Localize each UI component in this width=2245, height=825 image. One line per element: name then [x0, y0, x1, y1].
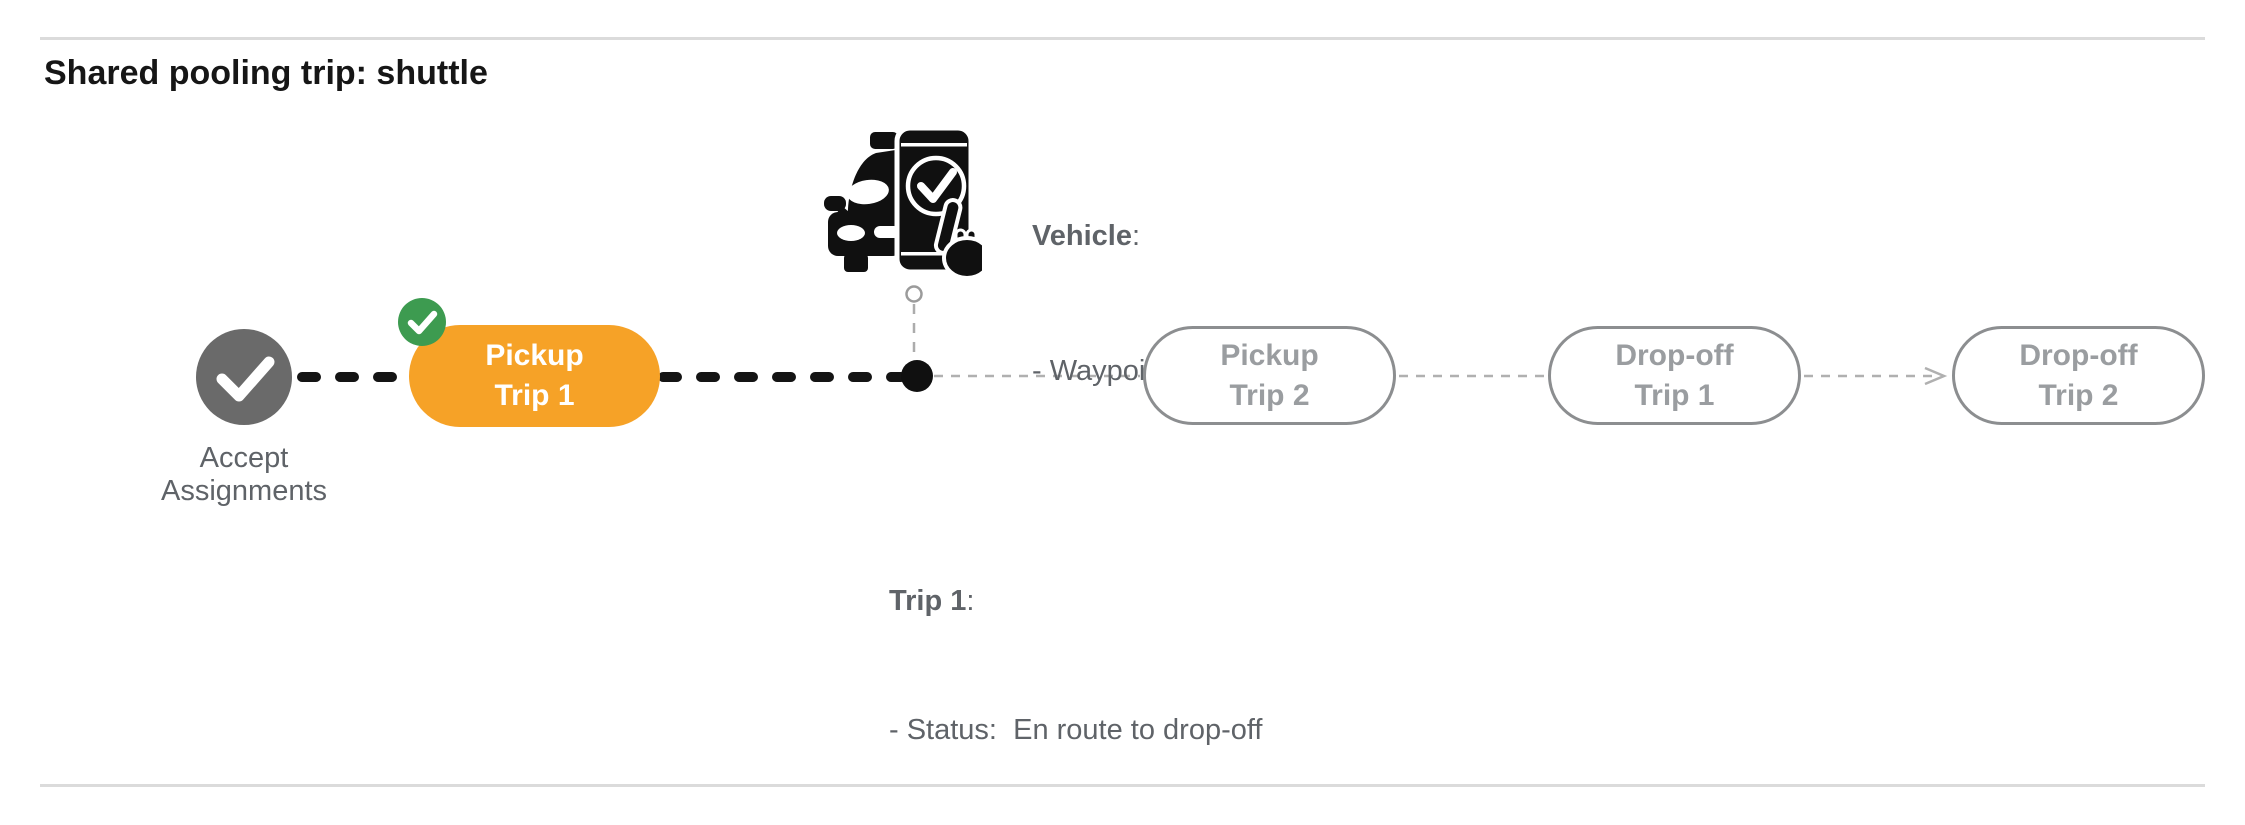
node-accept-assignments [196, 329, 292, 425]
trip1-status-line: - Status: En route to drop-off [889, 714, 1263, 746]
car-shape [824, 132, 902, 272]
check-icon [216, 356, 275, 402]
vehicle-position-dot [901, 360, 933, 392]
trip1-colon: : [966, 585, 975, 617]
top-divider [40, 37, 2205, 40]
node-pickup-trip-2-label: Pickup Trip 2 [1220, 338, 1319, 412]
node-drop-off-trip-2: Drop-off Trip 2 [1952, 326, 2205, 425]
node-pickup-trip-1-label: Pickup Trip 1 [485, 339, 584, 412]
node-pickup-trip-2: Pickup Trip 2 [1143, 326, 1396, 425]
car-phone-check-icon [824, 125, 982, 280]
check-icon [407, 310, 438, 335]
node-drop-off-trip-1: Drop-off Trip 1 [1548, 326, 1801, 425]
node-pickup-trip-1: Pickup Trip 1 [409, 325, 660, 427]
vehicle-annotation-header: Vehicle: [1032, 214, 1216, 259]
page-title: Shared pooling trip: shuttle [44, 54, 488, 92]
trip1-name: Trip 1 [889, 585, 967, 617]
node-drop-off-trip-2-label: Drop-off Trip 2 [2019, 338, 2138, 412]
trip-status-annotation: Trip 1: - Status: En route to drop-off -… [889, 494, 1262, 825]
check-badge-icon [398, 298, 446, 346]
trip1-header: Trip 1: [889, 580, 1262, 623]
vehicle-callout-anchor [905, 285, 923, 303]
vehicle-label: Vehicle [1032, 220, 1132, 252]
vehicle-annotation: Vehicle: - Waypoints: 3 [1032, 124, 1216, 484]
vehicle-label-colon: : [1131, 220, 1141, 252]
tapping-hand-shape [933, 198, 982, 280]
node-accept-assignments-label: Accept Assignments [160, 442, 328, 507]
bottom-divider [40, 784, 2205, 787]
arrow-right-icon [1924, 366, 1948, 386]
node-drop-off-trip-1-label: Drop-off Trip 1 [1615, 338, 1734, 412]
